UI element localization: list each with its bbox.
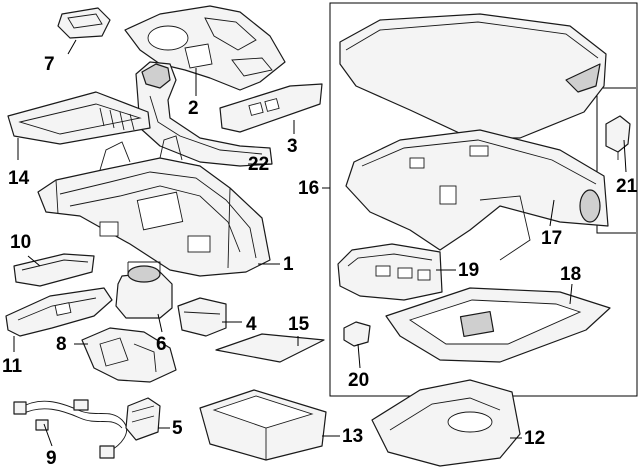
callout-4: 4 — [246, 314, 257, 335]
callout-6: 6 — [156, 334, 167, 355]
callout-11: 11 — [2, 356, 23, 377]
part-8-connector-block — [81, 327, 177, 383]
part-14-side-trim — [7, 91, 151, 145]
callout-labels: 7 2 3 22 14 16 1 10 11 8 6 4 15 9 5 13 1… — [2, 54, 638, 469]
callout-10: 10 — [10, 232, 31, 253]
part-15-mat — [215, 333, 325, 363]
callout-12: 12 — [524, 428, 545, 449]
callout-20: 20 — [348, 370, 369, 391]
part-17-lid-frame — [345, 129, 609, 261]
part-7-cap — [57, 7, 111, 39]
part-5-clip — [125, 397, 161, 441]
callout-7: 7 — [44, 54, 55, 75]
part-18-tray — [385, 287, 611, 363]
callout-8: 8 — [56, 334, 67, 355]
part-6-controller — [115, 261, 173, 319]
leader-7 — [67, 39, 77, 55]
callout-1: 1 — [283, 254, 294, 275]
callout-22: 22 — [248, 154, 269, 175]
callout-9: 9 — [46, 448, 57, 469]
part-3-switch-panel — [219, 83, 323, 133]
part-19-latch — [337, 243, 443, 301]
callout-19: 19 — [458, 260, 479, 281]
part-13-storage-bin — [199, 389, 327, 461]
part-21-frame — [596, 87, 636, 234]
callout-2: 2 — [188, 98, 199, 119]
leader-lines — [13, 39, 627, 447]
callout-18: 18 — [560, 264, 581, 285]
leader-9 — [43, 423, 53, 447]
leader-21 — [623, 139, 627, 173]
part-4-switch — [177, 297, 227, 337]
callout-3: 3 — [287, 136, 298, 157]
part-20-clip — [343, 321, 371, 347]
callout-5: 5 — [172, 418, 183, 439]
part-9-wire-harness — [13, 399, 128, 459]
leader-20 — [357, 343, 361, 369]
callout-15: 15 — [288, 314, 310, 335]
armrest-lid — [339, 13, 607, 139]
part-10-module — [13, 253, 95, 287]
part-1-console-bracket — [37, 135, 271, 277]
callout-14: 14 — [8, 168, 30, 189]
leader-18 — [569, 283, 573, 305]
part-12-rear-panel — [371, 379, 521, 467]
callout-17: 17 — [541, 228, 562, 249]
callout-16: 16 — [298, 178, 319, 199]
leader-6 — [157, 313, 163, 333]
callout-13: 13 — [342, 426, 363, 447]
leader-10 — [27, 255, 41, 267]
callout-21: 21 — [616, 176, 638, 197]
part-11-shift-plate — [5, 287, 113, 337]
part-22-shifter-bezel — [135, 61, 273, 167]
part-21-hinge-bracket — [605, 115, 631, 160]
leader-17 — [549, 199, 555, 227]
